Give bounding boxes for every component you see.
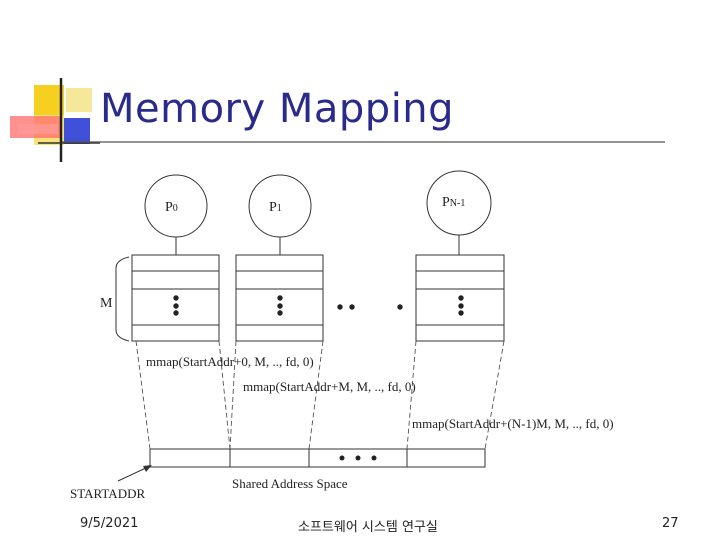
footer-page-number: 27 xyxy=(662,516,679,531)
start-addr-arrowhead xyxy=(143,465,152,472)
process-pn1-subscript: N-1 xyxy=(450,198,466,209)
segment-size-bracket xyxy=(115,256,130,342)
address-space-p1 xyxy=(235,254,324,342)
start-addr-label: STARTADDR xyxy=(70,486,145,501)
slide-title: Memory Mapping xyxy=(100,86,455,132)
shared-space-ellipsis xyxy=(339,455,377,461)
process-p1-subscript: 1 xyxy=(277,203,282,214)
shared-address-space-bar xyxy=(149,448,486,468)
process-p1-label: P xyxy=(269,200,277,215)
process-gap-ellipsis xyxy=(337,304,403,310)
process-node-pn1: PN-1 xyxy=(426,170,492,255)
stack-ellipsis-dots xyxy=(173,295,464,316)
address-space-pn1 xyxy=(415,254,505,342)
process-node-p0: P0 xyxy=(144,174,208,255)
process-p0-subscript: 0 xyxy=(173,203,178,214)
process-p0-label: P xyxy=(165,200,173,215)
mmap-call-0: mmap(StartAddr+0, M, .., fd, 0) xyxy=(146,354,314,369)
address-space-p0 xyxy=(131,254,220,342)
footer-date: 9/5/2021 xyxy=(80,516,139,531)
mmap-call-2: mmap(StartAddr+(N-1)M, M, .., fd, 0) xyxy=(412,416,614,431)
process-pn1-label: P xyxy=(442,195,450,210)
shared-address-space-label: Shared Address Space xyxy=(232,476,348,491)
slide-logo xyxy=(10,78,100,162)
footer-lab-name: 소프트웨어 시스템 연구실 xyxy=(298,520,438,535)
process-node-p1: P1 xyxy=(248,174,312,255)
mmap-call-1: mmap(StartAddr+M, M, .., fd, 0) xyxy=(243,379,416,394)
svg-text:P1: P1 xyxy=(269,200,282,215)
segment-size-label: M xyxy=(100,296,113,311)
svg-text:PN-1: PN-1 xyxy=(442,195,465,210)
svg-text:P0: P0 xyxy=(165,200,178,215)
mapping-lines xyxy=(135,340,505,450)
